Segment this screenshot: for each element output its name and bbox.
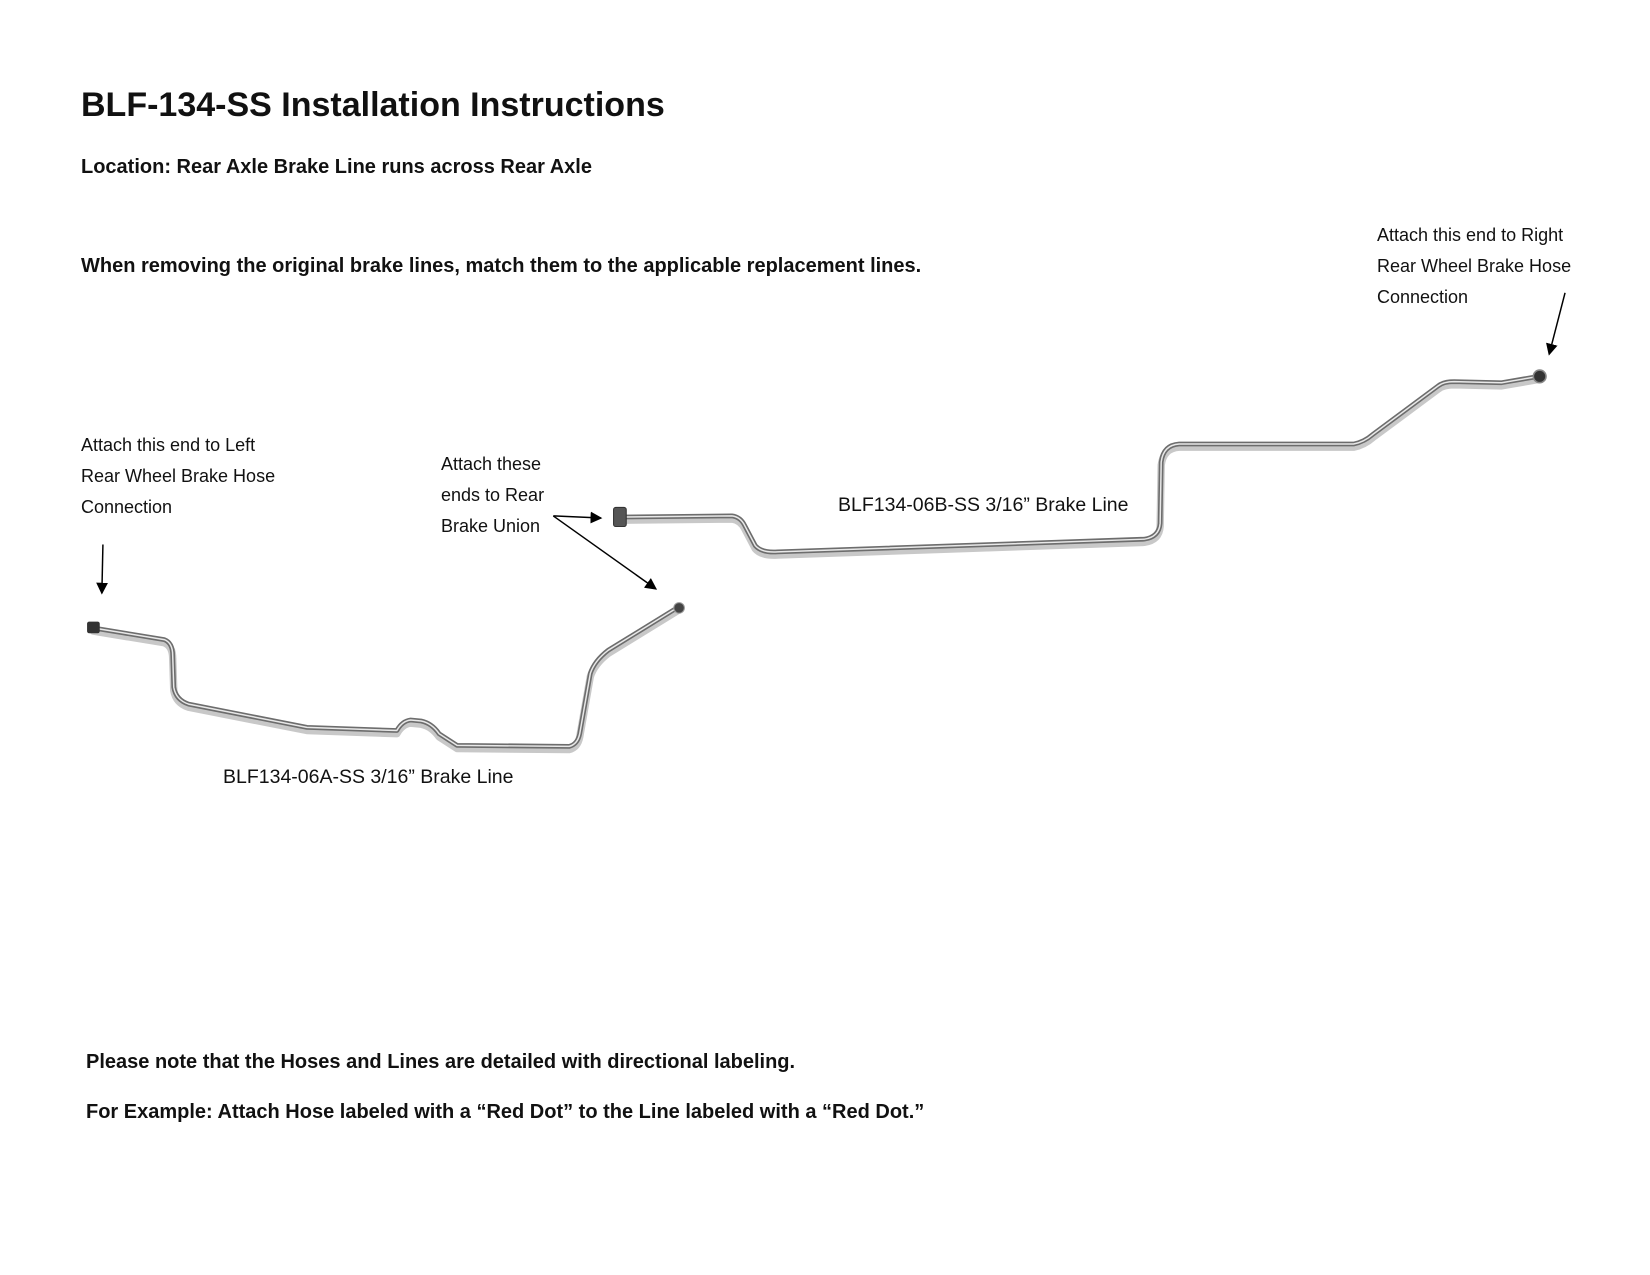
fitting-nut-icon [1532, 369, 1547, 384]
fitting-nut-icon [673, 602, 685, 614]
brake-line-a-label: BLF134-06A-SS 3/16” Brake Line [223, 766, 514, 788]
union-annotation: Attach these ends to Rear Brake Union [441, 449, 544, 542]
brake-line-b-label: BLF134-06B-SS 3/16” Brake Line [838, 494, 1129, 516]
intro-text: When removing the original brake lines, … [81, 255, 922, 277]
annotation-line: Brake Union [441, 516, 541, 536]
location-text: Location: Rear Axle Brake Line runs acro… [81, 156, 592, 178]
annotation-line: Rear Wheel Brake Hose [81, 466, 276, 486]
fitting-nut-icon [87, 621, 100, 634]
arrow-icon [96, 544, 109, 595]
callout-arrows [96, 292, 1566, 595]
fitting-nut-icon [613, 506, 627, 528]
annotation-line: Connection [81, 497, 173, 517]
right-end-annotation: Attach this end to Right Rear Wheel Brak… [1377, 220, 1571, 313]
annotation-line: Attach this end to Left [81, 435, 256, 455]
annotation-line: Connection [1377, 287, 1469, 307]
arrow-icon [1546, 292, 1566, 356]
annotation-line: Rear Wheel Brake Hose [1377, 256, 1572, 276]
arrow-icon [553, 511, 603, 524]
red-dot-example: For Example: Attach Hose labeled with a … [86, 1101, 925, 1123]
left-end-annotation: Attach this end to Left Rear Wheel Brake… [81, 430, 275, 523]
page-title: BLF-134-SS Installation Instructions [81, 86, 665, 124]
directional-labeling-note: Please note that the Hoses and Lines are… [86, 1051, 796, 1073]
annotation-line: ends to Rear [441, 485, 545, 505]
brake-line-a [87, 602, 685, 754]
arrow-icon [552, 515, 658, 590]
annotation-line: Attach these [441, 454, 542, 474]
brake-line-b [613, 369, 1547, 559]
annotation-line: Attach this end to Right [1377, 225, 1564, 245]
